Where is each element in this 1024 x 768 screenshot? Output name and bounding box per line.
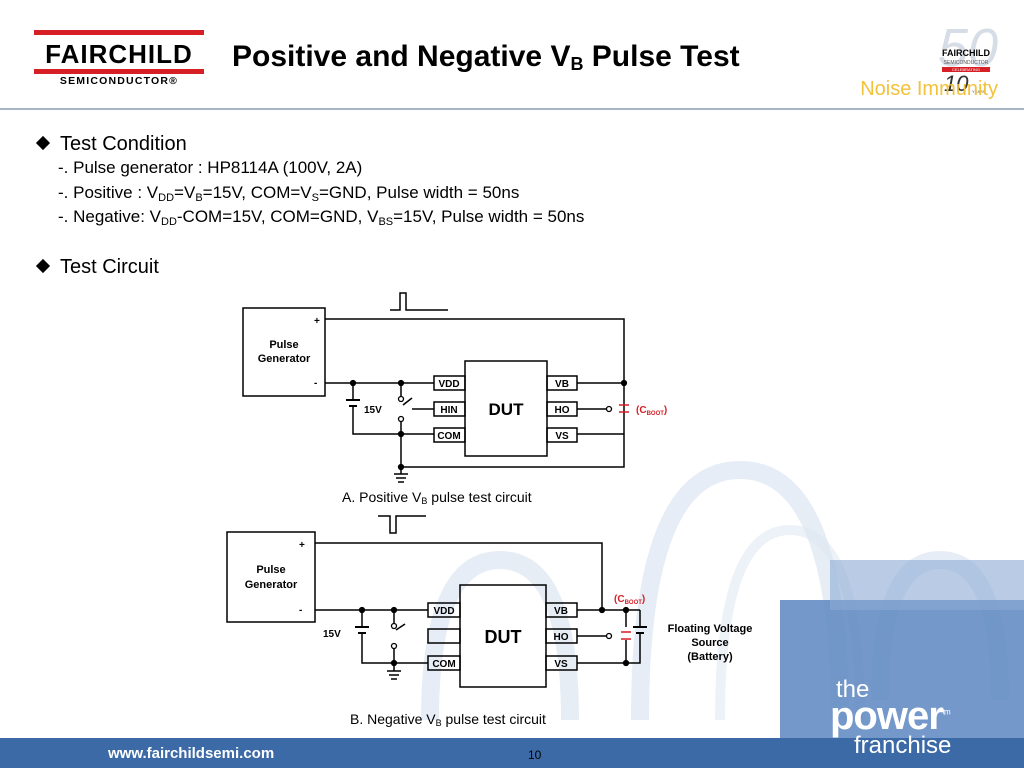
svg-text:(Battery): (Battery): [687, 651, 733, 663]
svg-text:COM: COM: [437, 431, 460, 442]
footer-bar: [0, 738, 1024, 768]
svg-text:DUT: DUT: [489, 400, 525, 419]
anniversary-badge: 50 FAIRCHILD SEMICONDUCTOR CELEBRATING 1…: [938, 18, 998, 94]
power-franchise-logo: the powertm franchise: [830, 676, 952, 759]
svg-text:VB: VB: [555, 379, 569, 390]
bullet-test-circuit: Test Circuit: [35, 256, 159, 279]
caption-circuit-a: A. Positive VB pulse test circuit: [342, 489, 532, 506]
condition-line-3: -. Negative: VDD-COM=15V, COM=GND, VBS=1…: [58, 207, 585, 228]
fairchild-logo: FAIRCHILD SEMICONDUCTOR®: [34, 30, 204, 92]
svg-text:Generator: Generator: [258, 353, 311, 365]
slide-header: FAIRCHILD SEMICONDUCTOR® Positive and Ne…: [0, 0, 1024, 108]
caption-circuit-b: B. Negative VB pulse test circuit: [350, 711, 546, 728]
svg-text:VDD: VDD: [438, 379, 459, 390]
svg-text:15V: 15V: [364, 405, 382, 416]
svg-text:YEARS: YEARS: [972, 89, 986, 94]
logo-subtitle: SEMICONDUCTOR®: [59, 75, 179, 87]
svg-text:VS: VS: [555, 431, 569, 442]
svg-text:+: +: [299, 540, 305, 551]
svg-text:Pulse: Pulse: [269, 339, 298, 351]
svg-text:15V: 15V: [323, 629, 341, 640]
svg-text:HIN: HIN: [440, 405, 457, 416]
footer-url: www.fairchildsemi.com: [108, 745, 275, 762]
svg-text:DUT: DUT: [485, 627, 522, 647]
logo-red-bar-bottom: [34, 69, 204, 74]
svg-text:VS: VS: [554, 659, 568, 670]
section-topic: Noise Immunity: [860, 78, 998, 100]
logo-red-bar-top: [34, 30, 204, 35]
header-divider: [0, 108, 1024, 110]
svg-text:Source: Source: [691, 637, 728, 649]
svg-text:HO: HO: [555, 405, 570, 416]
svg-text:Generator: Generator: [245, 579, 298, 591]
svg-text:HO: HO: [554, 632, 569, 643]
condition-line-2: -. Positive : VDD=VB=15V, COM=VS=GND, Pu…: [58, 183, 520, 204]
svg-text:Floating Voltage: Floating Voltage: [668, 623, 753, 635]
svg-text:VB: VB: [554, 606, 568, 617]
logo-wordmark: FAIRCHILD: [45, 39, 193, 69]
svg-text:-: -: [314, 378, 317, 389]
svg-text:VDD: VDD: [433, 606, 454, 617]
page-number: 10: [528, 748, 542, 762]
condition-line-1: -. Pulse generator : HP8114A (100V, 2A): [58, 158, 363, 177]
bullet-test-condition: Test Condition: [35, 133, 187, 156]
svg-text:+: +: [314, 316, 320, 327]
slide-title: Positive and Negative VB Pulse Test: [232, 40, 740, 74]
svg-text:Pulse: Pulse: [256, 564, 285, 576]
svg-text:10: 10: [944, 71, 969, 94]
svg-text:SEMICONDUCTOR: SEMICONDUCTOR: [944, 60, 989, 66]
svg-text:COM: COM: [432, 659, 455, 670]
svg-text:(CBOOT): (CBOOT): [636, 405, 667, 417]
svg-text:(CBOOT): (CBOOT): [614, 594, 645, 606]
svg-text:CELEBRATING: CELEBRATING: [952, 67, 980, 72]
svg-text:FAIRCHILD: FAIRCHILD: [942, 48, 990, 58]
svg-text:-: -: [299, 605, 302, 616]
